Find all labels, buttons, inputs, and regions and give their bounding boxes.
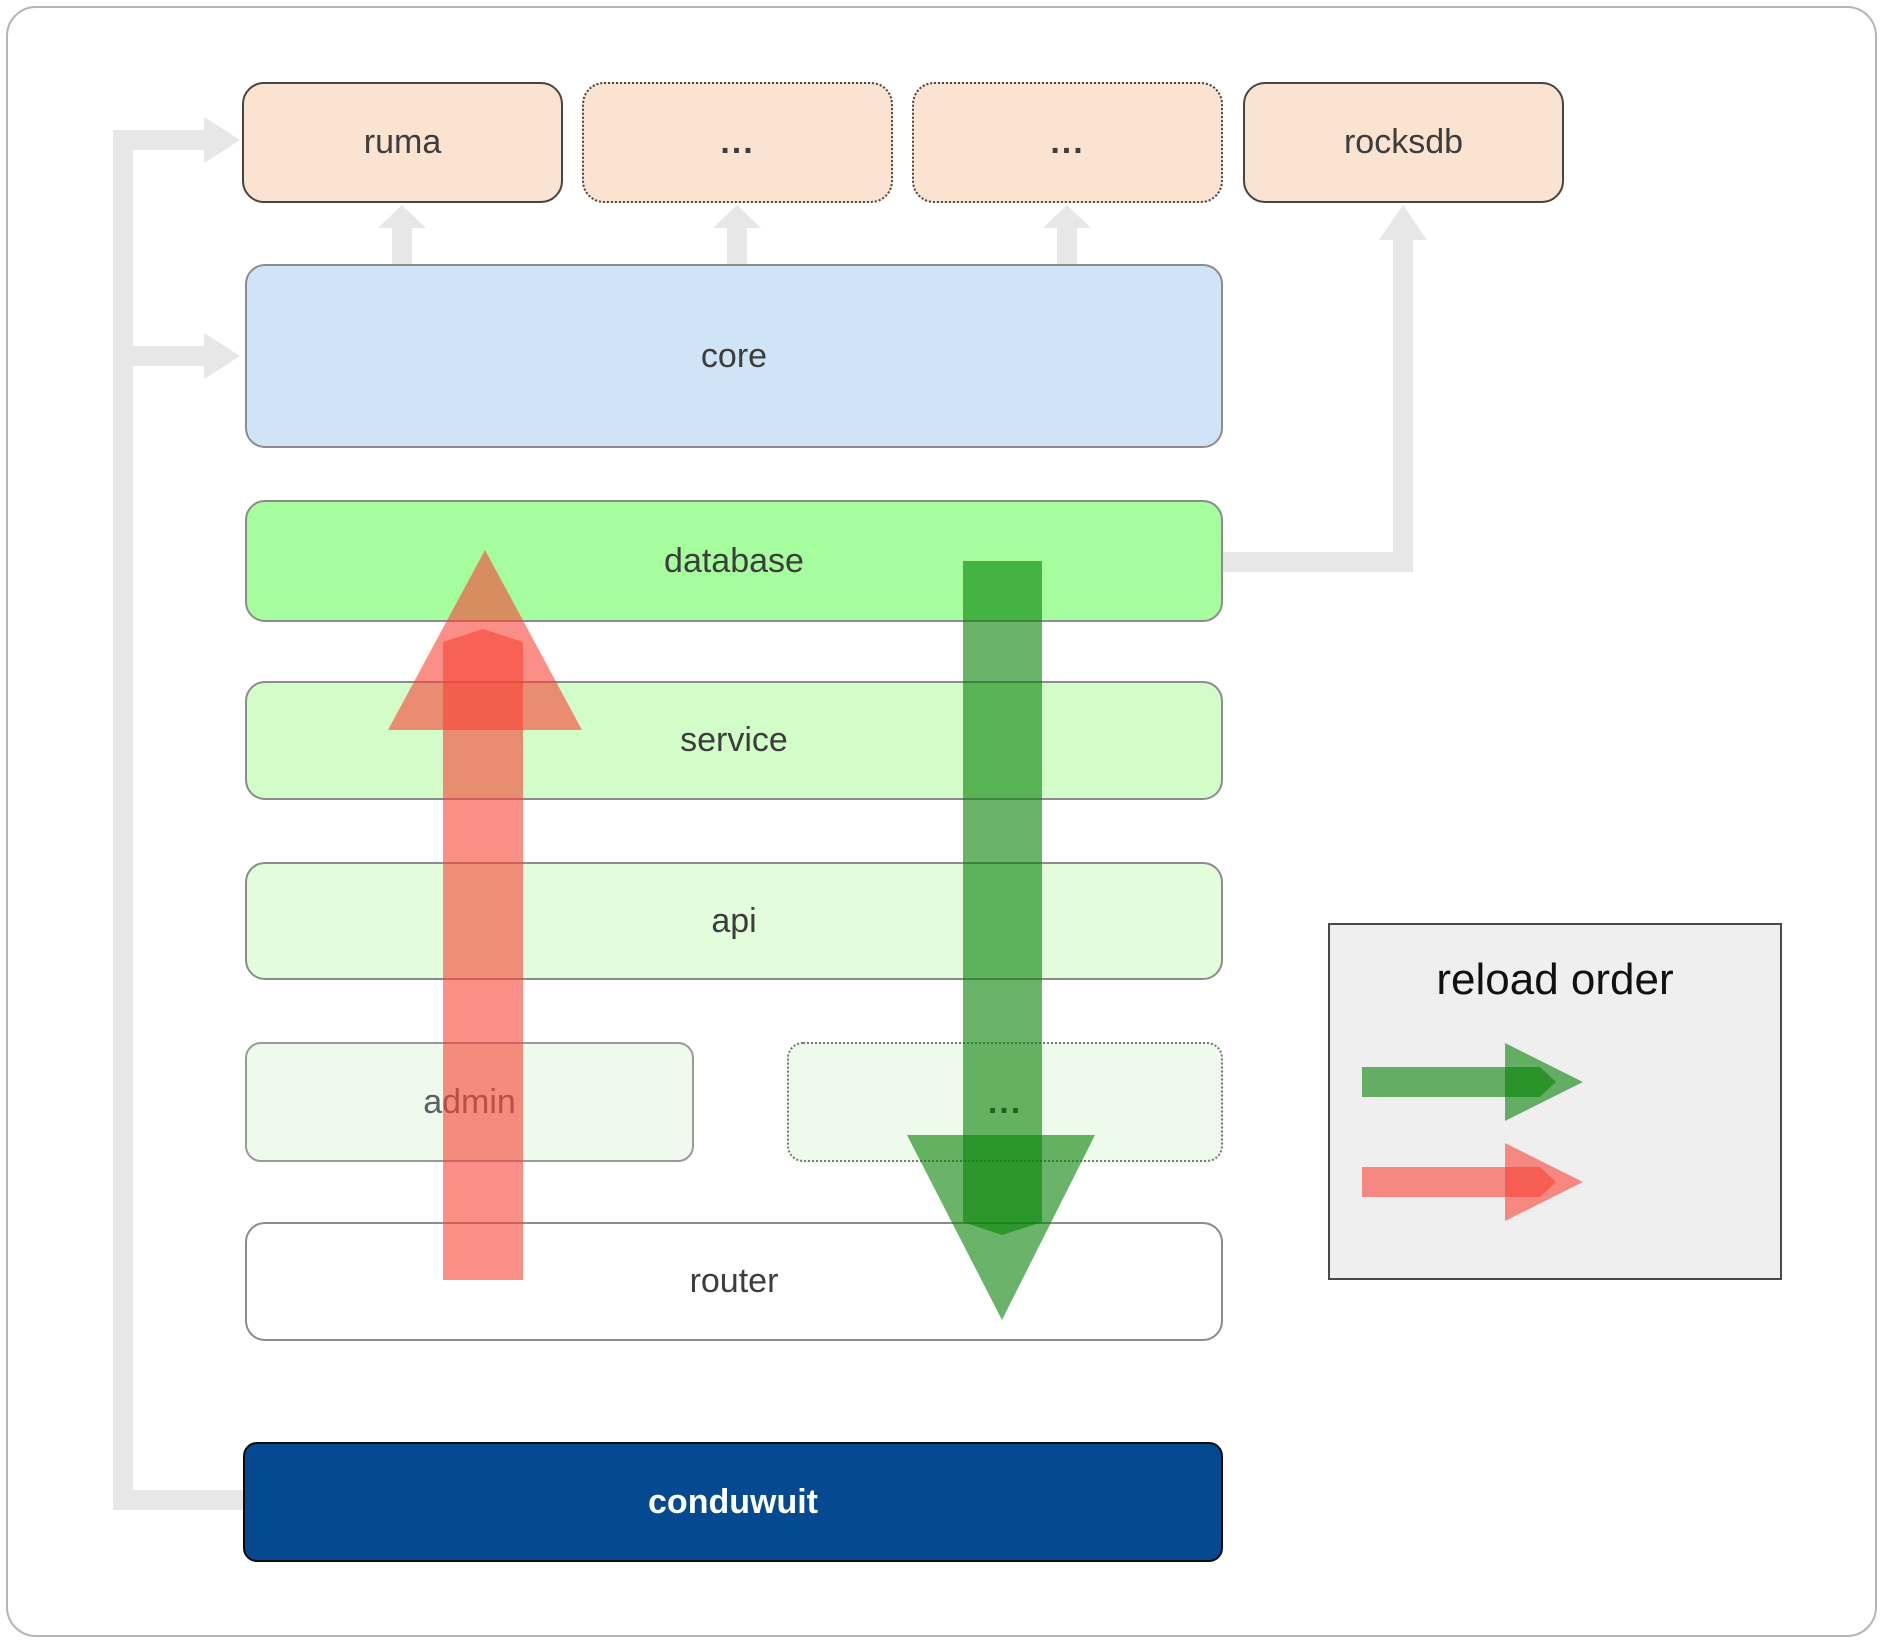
node-admin-more-label: ...: [987, 1082, 1023, 1121]
edge-core-to-ruma: [392, 228, 412, 264]
node-top-more-2-label: ...: [1050, 123, 1085, 161]
diagram-outer-border: [6, 6, 1877, 1637]
node-ruma-label: ruma: [363, 123, 442, 161]
legend-title: reload order: [1436, 955, 1674, 1004]
node-admin-more: ...: [787, 1042, 1223, 1162]
arrowhead-core-to-more2: [1043, 205, 1091, 228]
edge-conduwuit-to-core: [133, 346, 204, 366]
arrowhead-core-to-more1: [713, 205, 761, 228]
node-rocksdb: rocksdb: [1243, 82, 1564, 203]
node-rocksdb-label: rocksdb: [1343, 123, 1464, 161]
node-service: service: [245, 681, 1223, 800]
node-api-label: api: [711, 901, 757, 940]
edge-database-to-rocksdb-h: [1223, 552, 1393, 572]
edge-conduwuit-trunk: [113, 130, 133, 1510]
node-top-more-1-label: ...: [720, 123, 755, 161]
node-conduwuit: conduwuit: [243, 1442, 1223, 1562]
node-admin: admin: [245, 1042, 694, 1162]
node-router-label: router: [689, 1262, 779, 1300]
node-top-more-1: ...: [582, 82, 893, 203]
legend: reload order: [1328, 923, 1782, 1280]
node-database-label: database: [664, 541, 804, 580]
arrowhead-core-to-ruma: [378, 205, 426, 228]
node-service-label: service: [680, 721, 788, 759]
edge-conduwuit-elbow: [113, 1490, 243, 1510]
arrowhead-to-rocksdb: [1379, 205, 1427, 240]
node-core-label: core: [700, 336, 768, 375]
node-api: api: [245, 862, 1223, 980]
edge-database-to-rocksdb-v: [1393, 240, 1413, 572]
node-ruma: ruma: [242, 82, 563, 203]
node-database: database: [245, 500, 1223, 622]
edge-core-to-more2: [1057, 228, 1077, 264]
node-core: core: [245, 264, 1223, 448]
edge-core-to-more1: [727, 228, 747, 264]
arrowhead-to-ruma: [204, 117, 240, 163]
edge-conduwuit-to-ruma: [133, 130, 204, 150]
arrowhead-to-core: [204, 333, 240, 379]
node-admin-label: admin: [423, 1082, 516, 1121]
node-router: router: [245, 1222, 1223, 1341]
node-top-more-2: ...: [912, 82, 1223, 203]
node-conduwuit-label: conduwuit: [648, 1482, 818, 1521]
